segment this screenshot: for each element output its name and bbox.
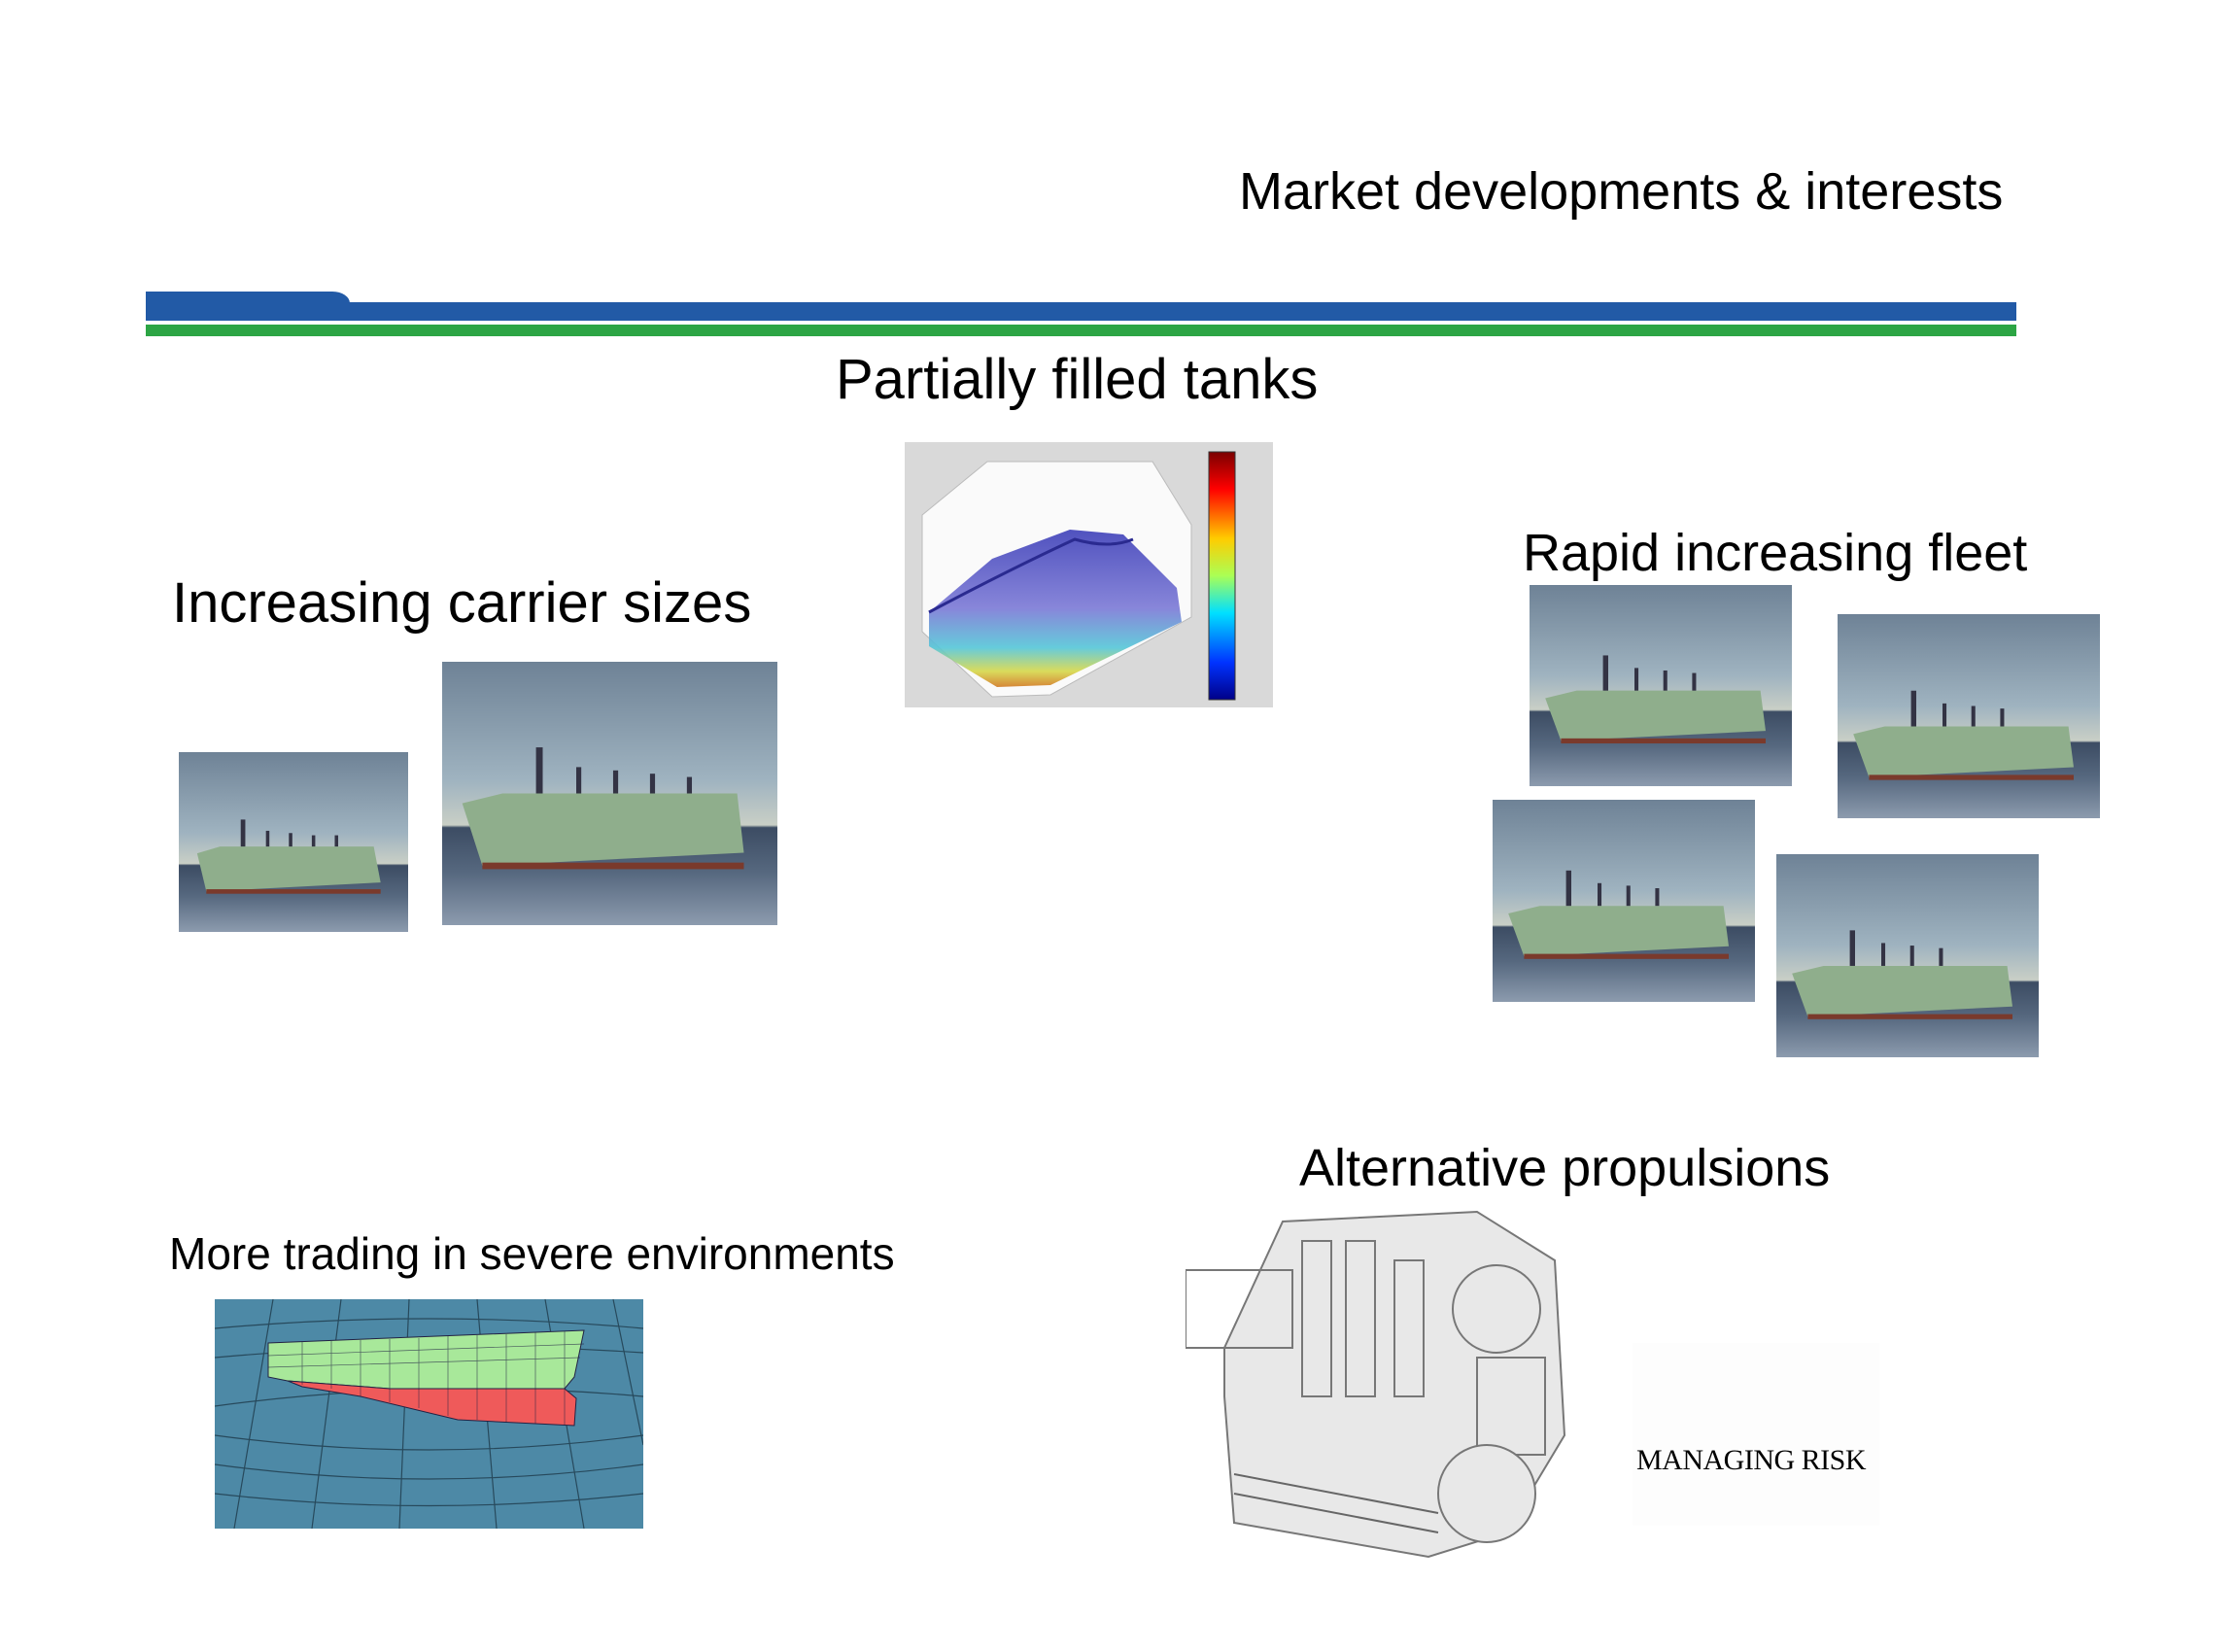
- ship-photo-large: [442, 662, 777, 925]
- fleet-ship-photo: [1838, 614, 2100, 818]
- heading-increasing-carrier-sizes: Increasing carrier sizes: [172, 571, 752, 635]
- header-bar-blue: [146, 302, 2016, 321]
- heading-severe-environments: More trading in severe environments: [169, 1228, 895, 1279]
- heading-partially-filled-tanks: Partially filled tanks: [836, 348, 1319, 411]
- header-bar-green: [146, 325, 2016, 336]
- sloshing-simulation-image: [905, 442, 1273, 707]
- ship-photo-small: [179, 752, 408, 932]
- heading-rapid-increasing-fleet: Rapid increasing fleet: [1523, 524, 2028, 582]
- slide-title: Market developments & interests: [1239, 162, 2004, 221]
- managing-risk-image-fragment: [1633, 1343, 1879, 1526]
- fleet-ship-photo: [1530, 585, 1792, 786]
- fleet-ship-photo: [1493, 800, 1755, 1002]
- engine-cutaway-image: [1186, 1202, 1633, 1562]
- heading-alternative-propulsions: Alternative propulsions: [1299, 1139, 1831, 1197]
- fleet-ship-photo: [1776, 854, 2039, 1057]
- hull-mesh-image: [215, 1299, 643, 1529]
- managing-risk-caption: MANAGING RISK: [1636, 1446, 1867, 1475]
